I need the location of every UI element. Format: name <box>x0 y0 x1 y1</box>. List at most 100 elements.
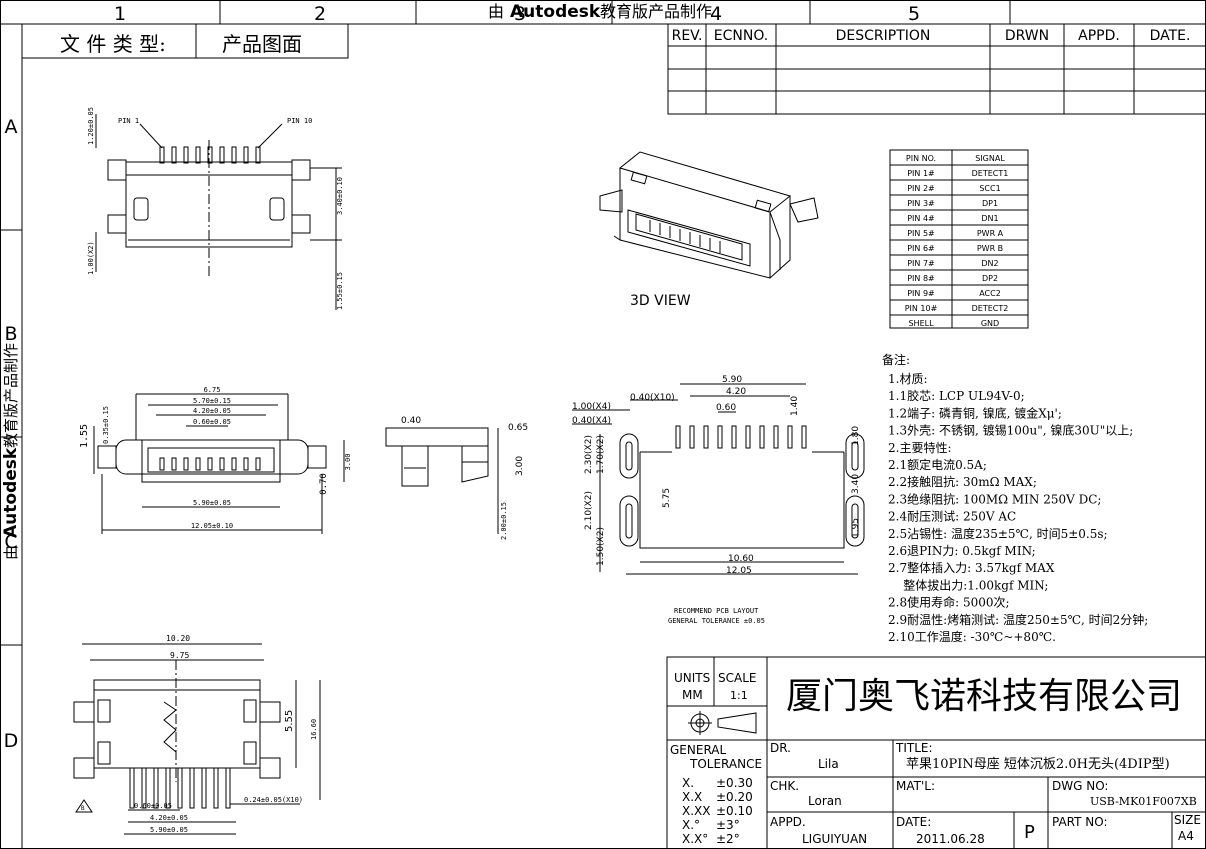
svg-text:0.35±0.15: 0.35±0.15 <box>102 406 110 444</box>
top-view <box>95 114 342 310</box>
tolerance-key: X.X° <box>682 832 708 846</box>
zone-col-3: 3 <box>514 3 526 25</box>
svg-text:0.24±0.05(X10): 0.24±0.05(X10) <box>244 796 303 804</box>
date-value: 2011.06.28 <box>916 832 985 846</box>
pin10-label: PIN 10 <box>287 117 312 125</box>
chk-value: Loran <box>808 794 842 808</box>
zone-col-4: 4 <box>710 3 722 25</box>
svg-text:3.40: 3.40 <box>851 474 861 494</box>
svg-text:4.20: 4.20 <box>726 387 746 397</box>
note-line: 整体拔出力:1.00kgf MIN; <box>888 577 1048 592</box>
svg-text:0.65: 0.65 <box>508 423 528 433</box>
svg-text:教育版产品制作: 教育版产品制作 <box>2 343 20 448</box>
pin-no-cell: PIN 6# <box>907 244 935 253</box>
iso-pins <box>649 220 721 253</box>
pin-no-cell: PIN 10# <box>905 304 938 313</box>
svg-text:GENERAL TOLERANCE ±0.05: GENERAL TOLERANCE ±0.05 <box>668 617 765 625</box>
svg-text:0.60: 0.60 <box>716 403 736 413</box>
svg-text:1.00(X2): 1.00(X2) <box>87 241 95 275</box>
svg-text:9.75: 9.75 <box>170 651 189 660</box>
svg-text:2.10(X2): 2.10(X2) <box>584 491 594 530</box>
bottom-view-pins <box>129 767 231 809</box>
note-line: 2.10工作温度: -30℃~+80℃. <box>888 629 1056 644</box>
top-view-labels: PIN 1 PIN 10 1.20±0.05 3.40±0.10 1.00(X2… <box>87 107 344 310</box>
company-name: 厦门奥飞诺科技有限公司 <box>786 676 1182 717</box>
note-line: 1.3外壳: 不锈钢, 镀锡100u", 镍底30U"以上; <box>888 423 1133 438</box>
notes-block: 备注: 1.材质:1.1胶芯: LCP UL94V-0;1.2端子: 磷青铜, … <box>882 352 1148 644</box>
svg-text:1.55: 1.55 <box>79 424 90 448</box>
date-header: DATE. <box>1150 28 1191 44</box>
3d-view-label: 3D VIEW <box>630 293 691 309</box>
signal-cell: PWR A <box>977 229 1004 238</box>
tolerance-key: X.° <box>682 818 700 832</box>
pin1-label: PIN 1 <box>118 117 139 125</box>
projection-symbol-icon <box>688 711 757 735</box>
svg-text:5.90±0.05: 5.90±0.05 <box>193 499 231 507</box>
svg-text:5.55: 5.55 <box>284 710 295 732</box>
tolerance-value: ±0.10 <box>716 804 753 818</box>
drwn-header: DRWN <box>1005 28 1049 44</box>
revision-table: REV. ECNNO. DESCRIPTION DRWN APPD. DATE. <box>667 23 1206 115</box>
rev-value: P <box>1024 822 1035 843</box>
appd-label: APPD. <box>770 815 806 829</box>
side-view-labels: 0.40 0.65 3.00 2.00±0.15 <box>401 416 528 540</box>
svg-text:TOLERANCE: TOLERANCE <box>689 757 762 771</box>
svg-text:1.50(X2): 1.50(X2) <box>596 527 606 566</box>
svg-text:0.40: 0.40 <box>401 416 421 426</box>
svg-text:由: 由 <box>2 545 20 560</box>
ecnno-header: ECNNO. <box>714 28 768 44</box>
tolerance-value: ±3° <box>716 818 740 832</box>
doc-type-label: 文 件 类 型: <box>60 32 166 56</box>
svg-text:1.20±0.05: 1.20±0.05 <box>87 107 95 145</box>
watermark-top: 由 Autodesk 教育版产品制作 <box>488 2 712 22</box>
svg-text:5.75: 5.75 <box>662 488 672 508</box>
pcb-layout <box>572 383 865 575</box>
svg-text:6.75: 6.75 <box>204 386 221 394</box>
note-line: 2.4耐压测试: 250V AC <box>888 509 1016 524</box>
note-line: 2.主要特性: <box>888 440 952 455</box>
bottom-view <box>73 643 321 835</box>
title-label: TITLE: <box>895 741 933 755</box>
note-line: 1.2端子: 磷青铜, 镍底, 镀金Xμ'; <box>888 405 1062 420</box>
side-view <box>385 427 499 534</box>
svg-text:10.20: 10.20 <box>166 634 190 643</box>
scale-value: 1:1 <box>730 689 748 702</box>
svg-text:1.80: 1.80 <box>851 426 861 446</box>
svg-text:5.90: 5.90 <box>722 375 742 385</box>
signal-cell: ACC2 <box>979 289 1001 298</box>
date-label: DATE: <box>896 815 931 829</box>
pin-no-cell: PIN 3# <box>907 199 935 208</box>
pin-no-cell: PIN 2# <box>907 184 935 193</box>
svg-text:1.40: 1.40 <box>790 396 800 416</box>
svg-text:1.00(X4): 1.00(X4) <box>572 402 611 412</box>
scale-label: SCALE <box>718 671 756 685</box>
svg-text:5.70±0.15: 5.70±0.15 <box>193 397 231 405</box>
svg-text:3.00: 3.00 <box>344 454 352 471</box>
svg-text:5.90±0.05: 5.90±0.05 <box>150 826 188 834</box>
pin-no-cell: PIN 7# <box>907 259 935 268</box>
units-label: UNITS <box>674 671 710 685</box>
pin-no-cell: PIN 4# <box>907 214 935 223</box>
title-block: UNITS MM SCALE 1:1 厦门奥飞诺科技有限公司 GENERAL T… <box>666 656 1206 849</box>
svg-text:12.05: 12.05 <box>726 566 752 576</box>
svg-text:2.30(X2): 2.30(X2) <box>584 435 594 474</box>
svg-text:0.40(X10): 0.40(X10) <box>630 393 675 403</box>
top-view-pins <box>159 146 261 164</box>
note-line: 2.1额定电流0.5A; <box>888 457 987 472</box>
svg-text:1.95: 1.95 <box>851 518 861 538</box>
notes-title: 备注: <box>882 352 910 367</box>
svg-text:B: B <box>81 805 85 812</box>
zone-col-2: 2 <box>314 3 326 25</box>
svg-text:12.05±0.10: 12.05±0.10 <box>191 522 233 530</box>
doc-type-box: 文 件 类 型: 产品图面 <box>21 23 349 59</box>
doc-type-value: 产品图面 <box>222 32 302 56</box>
zone-labels: 1 2 3 4 5 A B C D <box>4 3 920 752</box>
signal-cell: DN2 <box>981 259 998 268</box>
description-header: DESCRIPTION <box>836 28 931 44</box>
units-value: MM <box>682 688 703 702</box>
watermark-brand: Autodesk <box>510 2 601 22</box>
bottom-view-labels: 10.20 9.75 5.55 16.60 0.60±0.05 4.20±0.0… <box>81 634 318 834</box>
note-line: 2.3绝缘阻抗: 100MΩ MIN 250V DC; <box>888 491 1101 506</box>
tolerance-value: ±2° <box>716 832 740 846</box>
